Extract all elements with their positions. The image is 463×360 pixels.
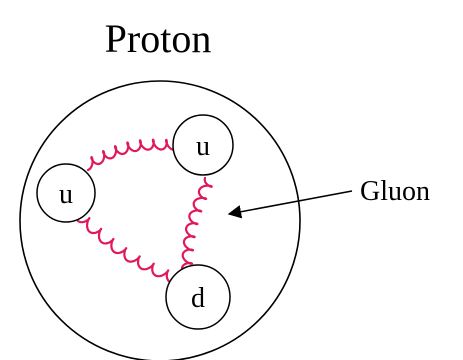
quark-d-bottom: d [165, 264, 231, 330]
gluon-callout-arrow [227, 190, 353, 219]
gluon-springs [76, 138, 213, 284]
gluon-callout-label: Gluon [360, 176, 430, 207]
gluon-spring-u-d [180, 176, 213, 270]
quark-u-top-right: u [172, 114, 234, 176]
quark-u-left: u [36, 163, 96, 223]
diagram-title: Proton [105, 16, 212, 61]
gluon-spring-u-left-d [76, 217, 172, 284]
quark-u-top-right-label: u [196, 131, 210, 162]
proton-boundary [19, 80, 301, 360]
gluon-spring-u-u [86, 138, 177, 172]
quark-u-left-label: u [59, 179, 73, 210]
quark-d-bottom-circle [165, 264, 231, 330]
quark-u-top-right-circle [172, 114, 234, 176]
quark-d-bottom-label: d [191, 283, 205, 314]
quark-u-left-circle [36, 163, 96, 223]
